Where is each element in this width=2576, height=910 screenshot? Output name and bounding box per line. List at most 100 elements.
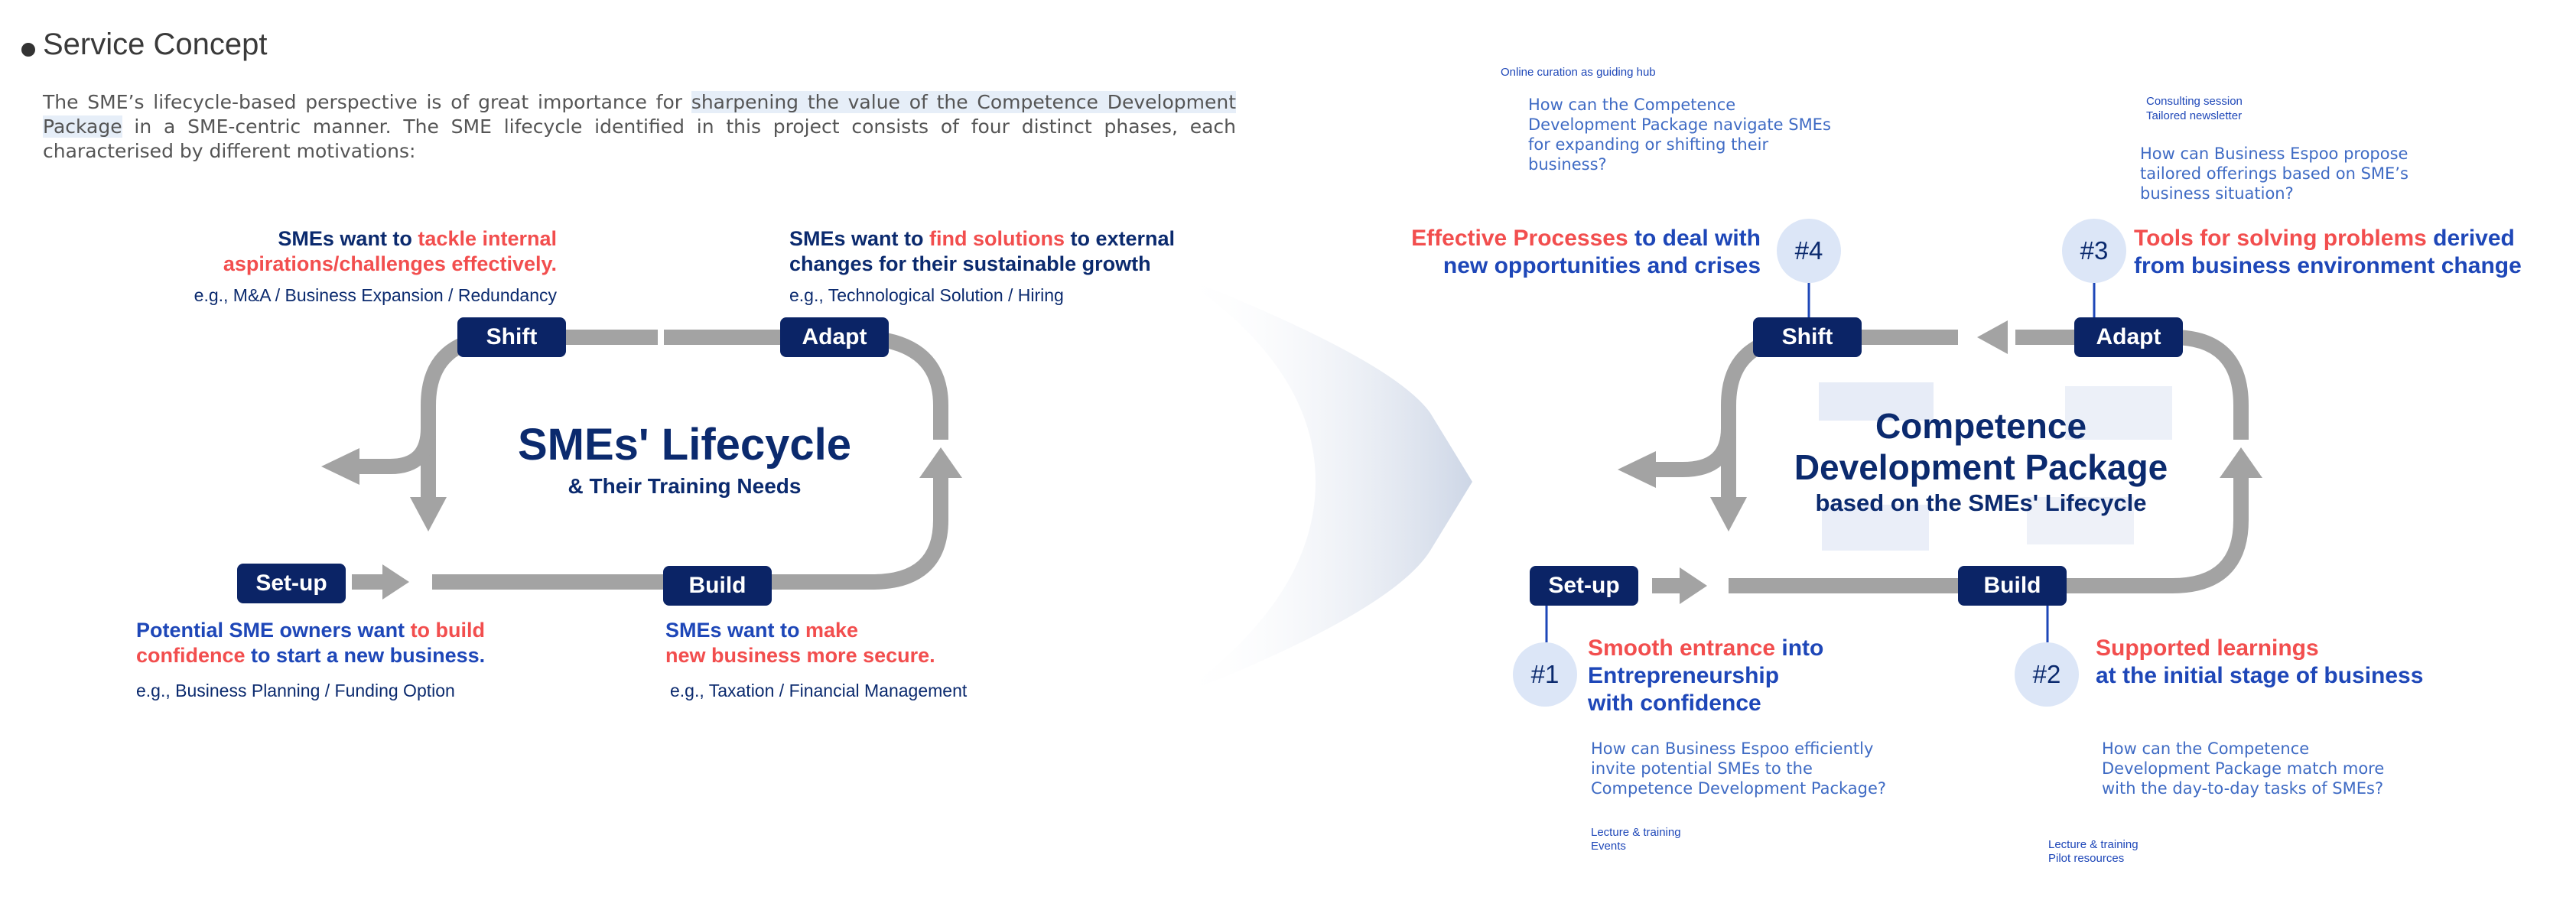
illustration-3 (1822, 505, 1929, 551)
shift-desc-a: SMEs want to (278, 227, 418, 250)
phase-build: Build (663, 566, 772, 606)
number-badge-1: #1 (1513, 642, 1577, 707)
heading-2: Supported learnings at the initial stage… (2096, 635, 2493, 690)
arrowhead-left-exit (321, 448, 359, 485)
build-example: e.g., Taxation / Financial Management (670, 681, 968, 700)
setup-desc-a: Potential SME owners want (136, 619, 411, 642)
r-arrowhead-left-exit (1618, 451, 1656, 488)
r-phase-build: Build (1958, 566, 2067, 606)
heading-4: Effective Processes to deal with new opp… (1369, 225, 1761, 280)
setup-example: e.g., Business Planning / Funding Option (136, 681, 455, 700)
tag-consulting: Consulting session (2146, 95, 2243, 108)
build-desc-a: SMEs want to (665, 619, 806, 642)
h3-red: Tools for solving problems (2134, 226, 2427, 251)
h4-b: new opportunities and crises (1442, 253, 1761, 278)
adapt-description: SMEs want to find solutions to external … (789, 226, 1187, 277)
setup-desc-b: to build (410, 619, 486, 642)
lifecycle-subtitle: & Their Training Needs (568, 474, 802, 498)
adapt-desc-b: find solutions (929, 227, 1065, 250)
shift-desc-b: tackle internal (418, 227, 557, 250)
illustration-4 (2027, 497, 2134, 544)
adapt-desc-c: to external (1065, 227, 1176, 250)
lifecycle-title: SMEs' Lifecycle (517, 420, 852, 470)
heading-3: Tools for solving problems derived from … (2134, 225, 2562, 280)
question-4: How can the Competence Development Packa… (1528, 95, 1849, 174)
q3-line2: tailored offerings based on SME’s (2140, 164, 2408, 183)
q2-line1: How can the Competence (2102, 739, 2310, 758)
build-arrow-track (432, 478, 948, 590)
h1-c: with confidence (1588, 691, 1761, 716)
package-title-line2: Development Package (1794, 447, 2168, 487)
h4-a: to deal with (1628, 226, 1761, 251)
phase-shift: Shift (457, 317, 566, 357)
h2-red: Supported learnings (2096, 635, 2319, 661)
package-title-line1: Competence (1875, 406, 2087, 446)
adapt-example: e.g., Technological Solution / Hiring (789, 285, 1064, 305)
q1-line3: Competence Development Package? (1591, 779, 1887, 798)
number-badge-2: #2 (2015, 642, 2079, 707)
arrowhead-right-setup (382, 564, 409, 600)
r-phase-adapt: Adapt (2074, 317, 2183, 357)
intro-text-a: The SME’s lifecycle-based perspective is… (43, 91, 691, 113)
r-arrowhead-left-top (1977, 320, 2008, 354)
tag-lecture-1: Lecture & training (1591, 826, 1681, 839)
q2-line2: Development Package match more (2102, 759, 2385, 778)
r-exit-arrow-track (1656, 413, 1736, 477)
r-arrowhead-up (2220, 447, 2262, 478)
shift-desc-c: aspirations/challenges effectively. (223, 252, 557, 275)
h4-red: Effective Processes (1411, 226, 1628, 251)
shift-example: e.g., M&A / Business Expansion / Redunda… (194, 285, 557, 305)
q4-line1: How can the Competence (1528, 96, 1736, 114)
package-subtitle: based on the SMEs' Lifecycle (1815, 489, 2147, 516)
arrowhead-up (919, 447, 962, 478)
q4-line2: Development Package navigate SMEs (1528, 115, 1831, 134)
q4-line4: business? (1528, 155, 1607, 174)
heading-1: Smooth entrance into Entrepreneurship wi… (1588, 635, 1909, 717)
center-illustrations (1819, 382, 2172, 551)
q1-line2: invite potential SMEs to the (1591, 759, 1813, 778)
intro-text-b: in a SME-centric manner. The SME lifecyc… (43, 115, 1236, 162)
illustration-1 (1819, 382, 1934, 421)
number-connectors (1545, 283, 2096, 642)
q3-line1: How can Business Espoo propose (2140, 145, 2408, 163)
question-3: How can Business Espoo propose tailored … (2140, 144, 2461, 203)
title-bullet (21, 43, 35, 57)
tag-online-curation: Online curation as guiding hub (1501, 66, 1656, 79)
adapt-desc-d: changes for their sustainable growth (789, 252, 1151, 275)
h2-b: at the initial stage of business (2096, 663, 2424, 688)
r-arrowhead-right-setup (1680, 567, 1707, 604)
question-1: How can Business Espoo efficiently invit… (1591, 739, 1927, 798)
r-phase-shift: Shift (1753, 317, 1862, 357)
arrowhead-down (410, 497, 447, 531)
number-badge-4: #4 (1777, 219, 1841, 283)
adapt-desc-a: SMEs want to (789, 227, 930, 250)
question-2: How can the Competence Development Packa… (2102, 739, 2438, 798)
h3-b: from business environment change (2134, 253, 2522, 278)
tag-newsletter: Tailored newsletter (2146, 109, 2243, 122)
illustration-2 (2065, 386, 2172, 440)
page-title: Service Concept (43, 28, 268, 61)
h3-a: derived (2426, 226, 2515, 251)
right-arrowheads (1618, 320, 2262, 604)
shift-description: SMEs want to tackle internal aspirations… (199, 226, 557, 277)
q1-line1: How can Business Espoo efficiently (1591, 739, 1874, 758)
intro-paragraph: The SME’s lifecycle-based perspective is… (43, 90, 1236, 164)
exit-arrow-track (359, 413, 436, 474)
setup-desc-d: to start a new business. (245, 644, 486, 667)
r-build-arrow-track (1729, 478, 2249, 593)
h1-b: Entrepreneurship (1588, 663, 1780, 688)
build-description: SMEs want to make new business more secu… (665, 618, 1063, 668)
q4-line3: for expanding or shifting their (1528, 135, 1769, 154)
setup-description: Potential SME owners want to build confi… (136, 618, 534, 668)
transition-arrow (1178, 275, 1472, 696)
h1-red: Smooth entrance (1588, 635, 1776, 661)
tag-pilot: Pilot resources (2048, 852, 2125, 865)
phase-adapt: Adapt (780, 317, 889, 357)
r-phase-setup: Set-up (1530, 566, 1638, 606)
q3-line3: business situation? (2140, 184, 2294, 203)
tag-events: Events (1591, 840, 1626, 853)
tag-lecture-2: Lecture & training (2048, 838, 2139, 851)
setup-desc-c: confidence (136, 644, 246, 667)
q2-line3: with the day-to-day tasks of SMEs? (2102, 779, 2384, 798)
build-desc-c: new business more secure. (665, 644, 935, 667)
